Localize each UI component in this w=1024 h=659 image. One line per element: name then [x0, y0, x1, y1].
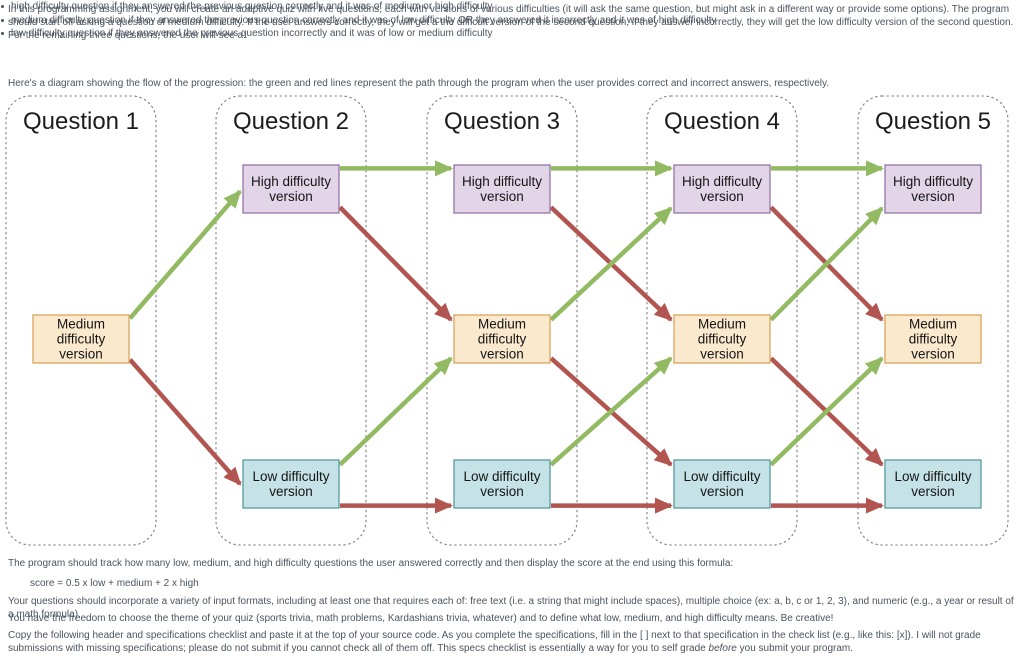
theme-freedom-paragraph: You have the freedom to choose the theme… — [8, 613, 834, 624]
question-column-border — [646, 95, 798, 546]
diagram-caption: Here's a diagram showing the flow of the… — [8, 78, 830, 89]
correct-path-arrow — [769, 206, 884, 322]
medium-difficulty-box-shape — [673, 314, 771, 364]
intro-paragraph: In this programming assignment, you will… — [8, 4, 1014, 41]
checklist-paragraph: Copy the following header and specificat… — [8, 629, 1022, 655]
correct-path-arrow — [549, 356, 673, 467]
correct-path-arrow — [769, 356, 884, 467]
high-difficulty-box-shape — [884, 164, 982, 214]
question-column: Question 1 — [5, 95, 157, 546]
low-difficulty-box-shape — [242, 459, 340, 509]
score-formula: score = 0.5 x low + medium + 2 x high — [30, 578, 199, 589]
correct-path-arrow — [338, 356, 453, 467]
high-difficulty-box-shape — [453, 164, 551, 214]
low-difficulty-box-shape — [673, 459, 771, 509]
checklist-text-start: Copy the following header and specificat… — [8, 630, 981, 654]
rule-low-difficulty: low difficulty question if they answered… — [0, 27, 1000, 41]
question-column-title: Question 2 — [233, 108, 349, 135]
low-difficulty-box-shape — [884, 459, 982, 509]
question-column-border — [215, 95, 367, 546]
high-difficulty-box-shape — [242, 164, 340, 214]
medium-difficulty-box-shape — [32, 314, 130, 364]
high-difficulty-box-shape — [673, 164, 771, 214]
medium-difficulty-box-shape — [884, 314, 982, 364]
question-column-title: Question 3 — [444, 108, 560, 135]
question-column: Question 3 — [426, 95, 578, 546]
correct-path-arrow — [128, 189, 242, 320]
incorrect-path-arrow — [338, 205, 453, 322]
question-column-title: Question 5 — [875, 108, 991, 135]
question-column-border — [857, 95, 1009, 546]
question-column-title: Question 4 — [664, 108, 780, 135]
incorrect-path-arrow — [128, 358, 242, 486]
rule-medium-difficulty: medium difficulty question if they answe… — [0, 14, 1000, 28]
rule-high-difficulty: high difficulty question if they answere… — [0, 0, 1000, 14]
question-column-border — [426, 95, 578, 546]
difficulty-rules-list: high difficulty question if they answere… — [0, 0, 1000, 41]
checklist-before-emphasis: before — [708, 643, 737, 654]
checklist-text-end: you submit your program. — [736, 643, 854, 654]
medium-difficulty-box-shape — [453, 314, 551, 364]
low-difficulty-box-shape — [453, 459, 551, 509]
question-column: Question 2 — [215, 95, 367, 546]
correct-path-arrow — [549, 206, 673, 322]
question-column-title: Question 1 — [23, 108, 139, 135]
input-formats-paragraph: Your questions should incorporate a vari… — [8, 596, 1014, 620]
question-column: Question 4 — [646, 95, 798, 546]
question-column: Question 5 — [857, 95, 1009, 546]
question-column-border — [5, 95, 157, 546]
score-tracking-paragraph: The program should track how many low, m… — [8, 558, 734, 569]
